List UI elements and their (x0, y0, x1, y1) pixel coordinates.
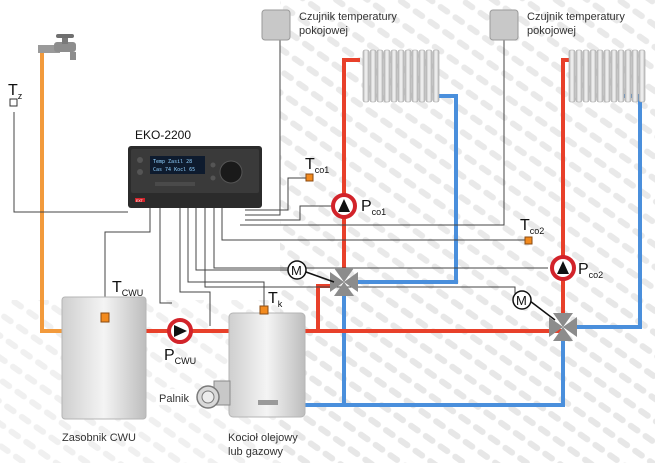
motor-1-label: M (291, 263, 302, 278)
controller-lcd (150, 156, 205, 174)
room-sensor-2 (489, 9, 519, 41)
radiator-fin (397, 49, 405, 103)
pump-pco2 (550, 255, 576, 281)
radiator-fin (404, 49, 412, 103)
pco1-label: Pco1 (361, 198, 386, 217)
controller-knob (219, 160, 243, 184)
supply-pipes (146, 58, 570, 333)
radiator-fin (362, 49, 370, 103)
radiator-fin (568, 49, 576, 103)
pump-pcwu (167, 318, 193, 344)
boiler-label-line1: Kocioł olejowy (228, 432, 298, 444)
controller-button-4 (210, 175, 216, 181)
radiator-fin (603, 49, 611, 103)
pco2-label: Pco2 (578, 261, 603, 280)
radiator-fin (369, 49, 377, 103)
hot-water-pipe (40, 48, 62, 333)
room-sensor-1-label-line2: pokojowej (299, 25, 348, 37)
radiator-fin (582, 49, 590, 103)
burner-label: Palnik (159, 393, 189, 405)
radiator-fin (638, 49, 646, 103)
controller-brand: EXT (136, 199, 144, 203)
tco1-sensor (305, 173, 314, 182)
tcwu-sensor (100, 312, 110, 323)
lcd-line-2: Cas 74 Kocl 65 (153, 167, 195, 173)
radiator-fin (432, 49, 440, 103)
valve-motor-1: M (287, 260, 307, 280)
radiator-fin (383, 49, 391, 103)
hot-water-tank (61, 296, 147, 420)
tcwu-label: TCWU (112, 279, 143, 298)
tank-label: Zasobnik CWU (62, 432, 136, 444)
lcd-line-1: Temp Zasil 28 (153, 159, 192, 165)
controller-button-2 (137, 169, 143, 175)
pump-pco1 (331, 193, 357, 219)
boiler-slot (258, 400, 278, 405)
valve-motor-2: M (512, 290, 532, 310)
return-pipes (305, 94, 642, 407)
controller-eko-2200: Temp Zasil 28 Cas 74 Kocl 65 EXT (128, 146, 262, 208)
burner-icon (196, 380, 231, 409)
tk-sensor (259, 305, 269, 315)
radiator-fin (575, 49, 583, 103)
radiator-2 (568, 49, 646, 103)
controller-name: EKO-2200 (135, 128, 191, 142)
room-sensor-1-label-line1: Czujnik temperatury (299, 11, 397, 23)
radiator-fin (631, 49, 639, 103)
controller-button-3 (210, 162, 216, 168)
radiator-fin (596, 49, 604, 103)
radiator-1 (362, 49, 440, 103)
radiator-fin (624, 49, 632, 103)
motor-2-label: M (516, 293, 527, 308)
tz-sensor (9, 98, 18, 107)
room-sensor-2-label-line1: Czujnik temperatury (527, 11, 625, 23)
room-sensor-1 (261, 9, 291, 41)
radiator-fin (411, 49, 419, 103)
tk-label: Tk (268, 290, 283, 309)
faucet-icon (38, 34, 76, 60)
controller-button-1 (137, 157, 143, 163)
radiator-fin (617, 49, 625, 103)
tco2-sensor (524, 236, 533, 245)
radiator-fin (610, 49, 618, 103)
control-wires (13, 40, 548, 326)
tco1-label: Tco1 (305, 156, 329, 175)
room-sensor-2-label-line2: pokojowej (527, 25, 576, 37)
boiler-label-line2: lub gazowy (228, 446, 284, 458)
radiator-fin (589, 49, 597, 103)
tco2-label: Tco2 (520, 217, 544, 236)
radiator-fin (425, 49, 433, 103)
radiator-fin (376, 49, 384, 103)
radiator-fin (418, 49, 426, 103)
pcwu-label: PCWU (164, 347, 196, 366)
mixing-valve-1 (330, 268, 358, 296)
controller-brand-badge (135, 198, 145, 202)
radiator-fin (390, 49, 398, 103)
mixing-valve-2 (549, 313, 577, 341)
tz-label: Tz (8, 82, 23, 101)
